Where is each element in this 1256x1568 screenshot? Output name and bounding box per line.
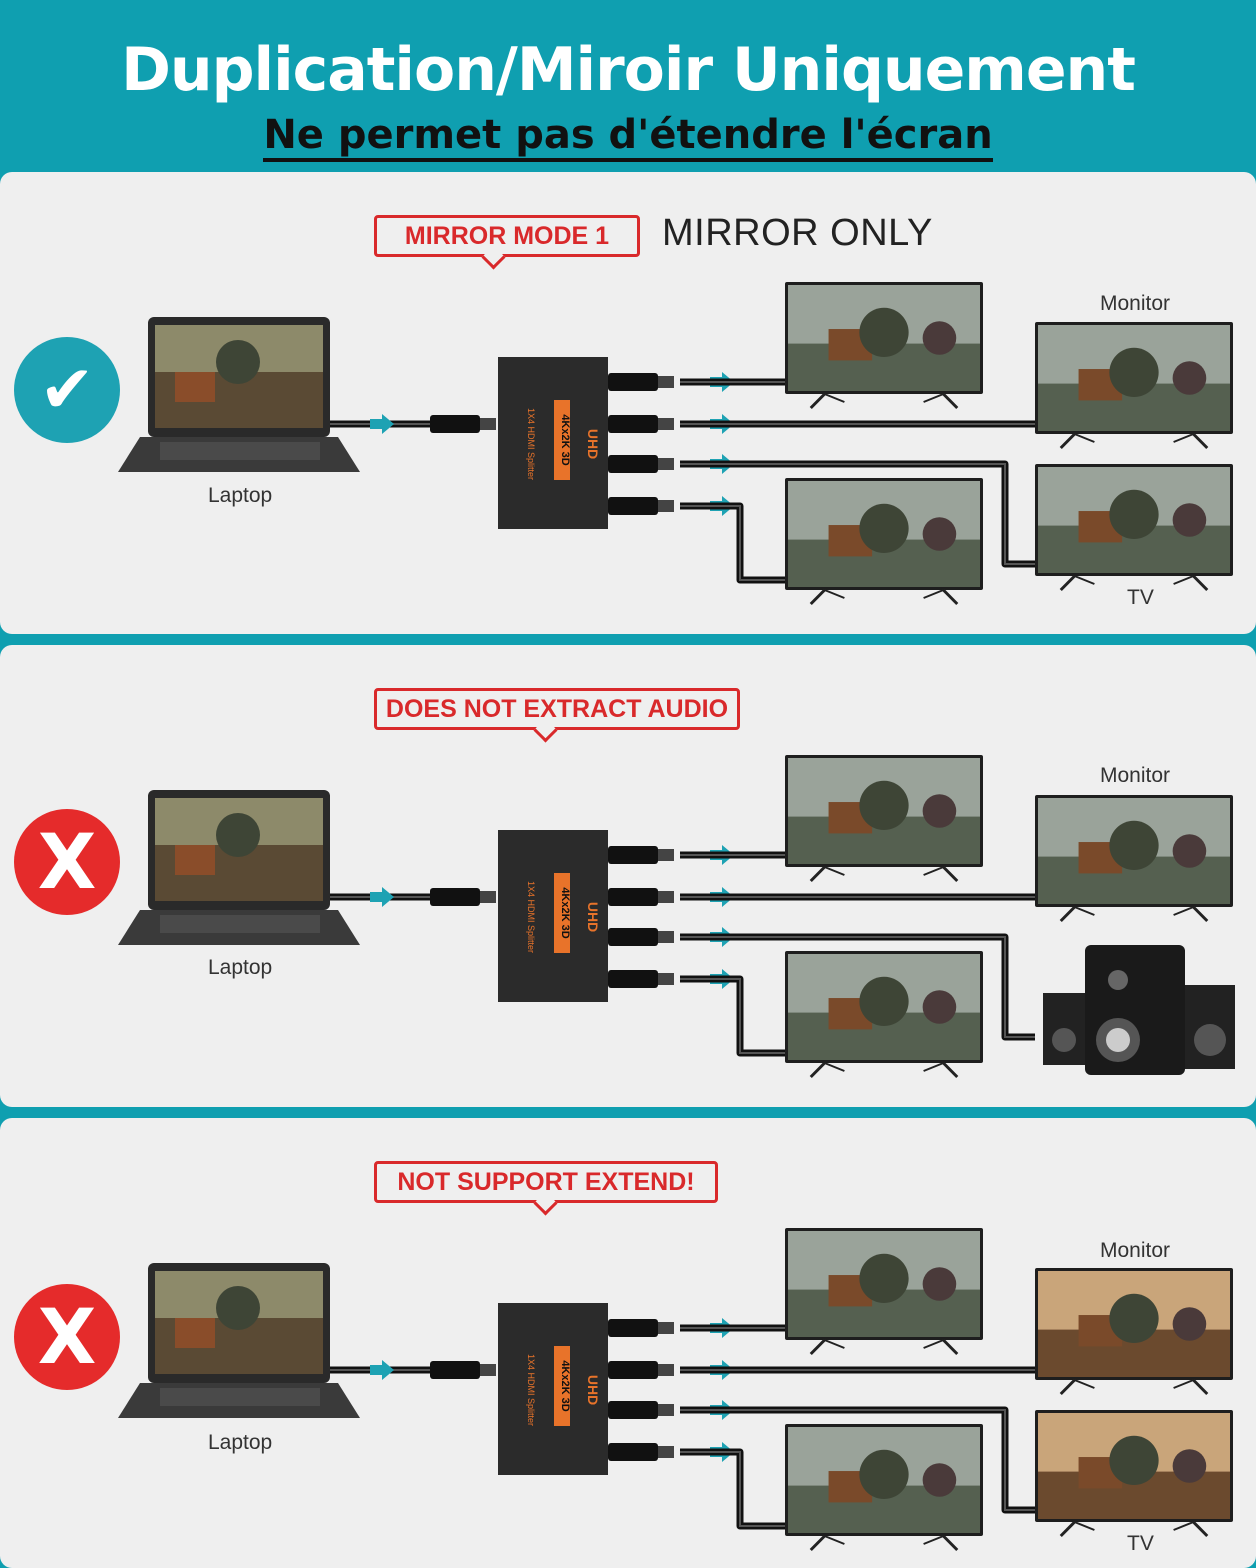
tv-label: TV — [1127, 1532, 1154, 1555]
hdmi-cable — [680, 502, 785, 584]
check-icon: ✔ — [14, 337, 120, 443]
hdmi-plug — [608, 846, 658, 864]
laptop — [118, 790, 360, 945]
laptop-label: Laptop — [208, 956, 273, 979]
laptop — [118, 1263, 360, 1418]
hdmi-plug — [430, 415, 480, 433]
laptop-label: Laptop — [208, 1431, 273, 1454]
laptop-label: Laptop — [208, 484, 273, 507]
splitter-model-text: 1X4 HDMI Splitter — [526, 408, 536, 480]
monitor-screen — [1035, 1268, 1233, 1396]
hdmi-plug — [608, 970, 658, 988]
hdmi-plug — [608, 1443, 658, 1461]
arrow-icon — [370, 887, 394, 907]
splitter-resolution-text: 4Kx2K 3D — [559, 1360, 571, 1411]
diagram-1: UHD 4Kx2K 3D 1X4 HDMI Splitter — [118, 282, 1233, 606]
hdmi-plug — [430, 888, 480, 906]
splitter-model-text: 1X4 HDMI Splitter — [526, 881, 536, 953]
monitor-screen — [1035, 322, 1233, 450]
hdmi-cable — [680, 1448, 785, 1530]
cross-icon: X — [14, 1284, 120, 1390]
hdmi-splitter — [498, 1303, 608, 1475]
hdmi-plug — [608, 415, 658, 433]
panel-no-audio: UHD 4Kx2K 3D 1X4 HDMI Splitter DOES NOT EX… — [0, 645, 1256, 1107]
mirror-only-label: MIRROR ONLY — [662, 212, 933, 254]
callout-no-audio: DOES NOT EXTRACT AUDIO — [374, 688, 740, 730]
hdmi-plug — [608, 928, 658, 946]
splitter-resolution-text: 4Kx2K 3D — [559, 414, 571, 465]
page-title: Duplication/Miroir Uniquement — [121, 35, 1136, 105]
callout-mirror-mode: MIRROR MODE 1 — [374, 215, 640, 257]
tv-screen — [785, 755, 983, 883]
splitter-uhd-text: UHD — [585, 1375, 601, 1405]
callout-no-extend: NOT SUPPORT EXTEND! — [374, 1161, 718, 1203]
hdmi-splitter — [498, 357, 608, 529]
hdmi-cable — [680, 975, 785, 1057]
laptop — [118, 317, 360, 472]
hdmi-plug — [608, 373, 658, 391]
monitor-screen — [1035, 795, 1233, 923]
speaker-system — [1043, 945, 1235, 1075]
diagram-3: UHD 4Kx2K 3D 1X4 HDMI Splitter — [118, 1228, 1233, 1552]
splitter-uhd-text: UHD — [585, 902, 601, 932]
panel-no-extend: UHD 4Kx2K 3D 1X4 HDMI Splitter NOT SUPPORT… — [0, 1118, 1256, 1568]
diagram-group: UHD 4Kx2K 3D 1X4 HDMI Splitter — [118, 282, 1233, 606]
diagram-group: UHD 4Kx2K 3D 1X4 HDMI Splitter — [118, 1228, 1233, 1552]
hdmi-plug — [608, 497, 658, 515]
tv-screen — [785, 282, 983, 410]
tv-screen — [1035, 1410, 1233, 1538]
hdmi-splitter — [498, 830, 608, 1002]
cross-icon: X — [14, 809, 120, 915]
tv-screen — [785, 1424, 983, 1552]
hdmi-plug — [608, 1401, 658, 1419]
monitor-label: Monitor — [1100, 292, 1171, 315]
page-subtitle: Ne permet pas d'étendre l'écran — [0, 110, 1256, 162]
arrow-icon — [370, 414, 394, 434]
tv-screen — [785, 478, 983, 606]
splitter-uhd-text: UHD — [585, 429, 601, 459]
arrow-icon — [370, 1360, 394, 1380]
splitter-model-text: 1X4 HDMI Splitter — [526, 1354, 536, 1426]
hdmi-plug — [608, 1319, 658, 1337]
hdmi-plug — [608, 888, 658, 906]
monitor-label: Monitor — [1100, 764, 1171, 787]
splitter-resolution-text: 4Kx2K 3D — [559, 887, 571, 938]
diagram-group: UHD 4Kx2K 3D 1X4 HDMI Splitter — [118, 755, 1235, 1079]
hdmi-plug — [608, 1361, 658, 1379]
panel-mirror-mode: UHD 4Kx2K 3D 1X4 HDMI Splitter MIRROR MODE… — [0, 172, 1256, 634]
tv-label: TV — [1127, 586, 1154, 609]
hdmi-plug — [430, 1361, 480, 1379]
tv-screen — [785, 1228, 983, 1356]
diagram-2: UHD 4Kx2K 3D 1X4 HDMI Splitter — [118, 755, 1235, 1079]
tv-screen — [785, 951, 983, 1079]
tv-screen — [1035, 464, 1233, 592]
monitor-label: Monitor — [1100, 1239, 1171, 1262]
hdmi-plug — [608, 455, 658, 473]
